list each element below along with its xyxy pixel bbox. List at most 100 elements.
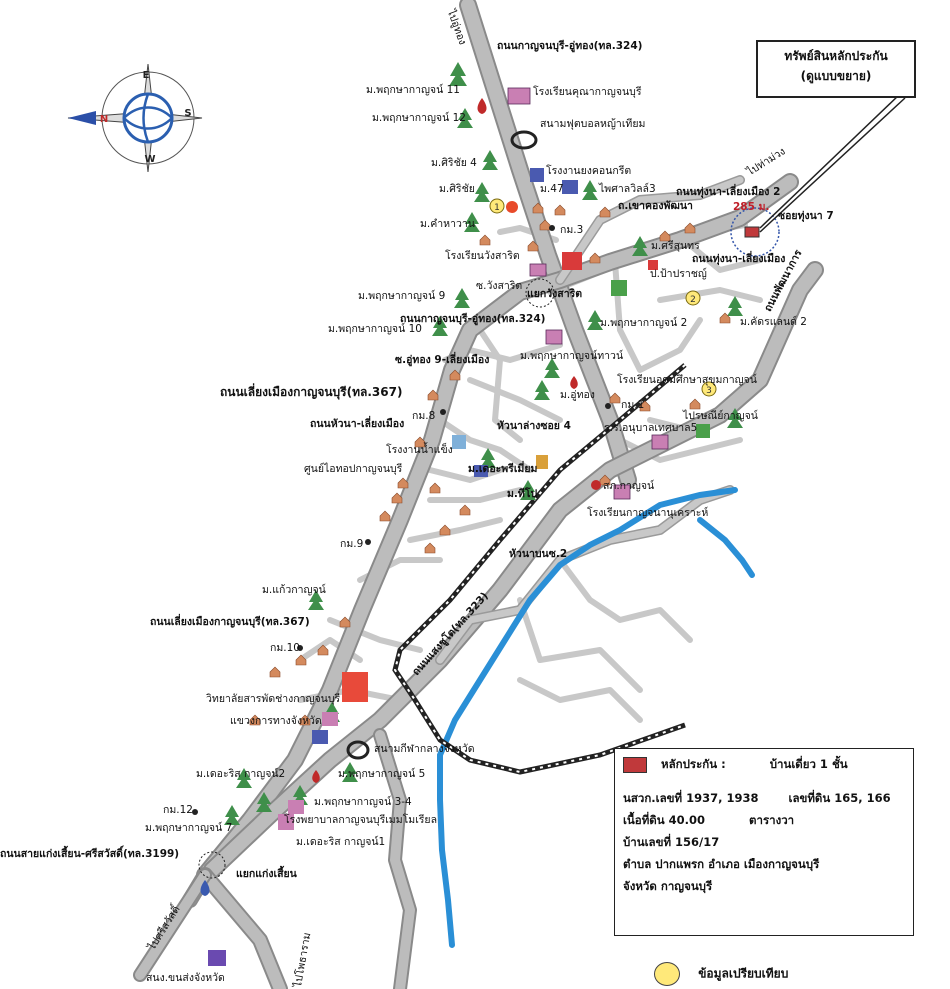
label-sirichai: ม.ศิริชัย — [439, 183, 475, 195]
house-icon — [414, 436, 426, 448]
house-icon — [317, 644, 329, 656]
tree-icon — [534, 380, 550, 400]
info-house-no: บ้านเลขที่ 156/17 — [623, 835, 720, 849]
label-kachonland2: ม.คัดรแลนด์ 2 — [740, 316, 807, 328]
label-pruksa7: ม.พฤกษากาญจน์ 7 — [145, 822, 233, 834]
km-marker — [605, 403, 611, 409]
label-hua-na-soi4: หัวนาล่างซอย 4 — [497, 420, 571, 432]
label-bypass-367: ถนนเลี่ยงเมืองกาญจนบุรี(ทล.367) — [220, 385, 403, 399]
house-icon — [269, 666, 281, 678]
legend-comparable-label: ข้อมูลเปรียบเทียบ — [698, 966, 789, 981]
subject-area-circle — [730, 207, 780, 257]
collateral-subtitle: (ดูแบบขยาย) — [800, 69, 872, 83]
tree-icon — [308, 590, 324, 610]
tree-icon — [520, 480, 536, 500]
label-pruksa2: ม.พฤกษากาญจน์ 2 — [600, 317, 688, 329]
tree-icon — [454, 288, 470, 308]
label-highways: แขวงการทางจังหวัด — [230, 715, 322, 727]
temple-icon — [506, 201, 518, 213]
compass-w: W — [144, 154, 155, 165]
label-soi-thungna7: ซอยทุ่งนา 7 — [778, 210, 834, 222]
label-school-udom: โรงเรียนอุดมศึกษาสุขุมกาญจน์ — [617, 374, 757, 386]
house-icon — [439, 524, 451, 536]
label-khunakanchana: โรงเรียนคุณากาญจนบุรี — [533, 86, 642, 98]
house-icon — [295, 654, 307, 666]
label-ice-factory: โรงงานน้ำแข็ง — [386, 444, 453, 456]
hospital-icon — [278, 814, 294, 830]
label-pruksa5: ม.พฤกษากาญจน์ 5 — [338, 768, 426, 780]
comparable-legend-icon — [654, 962, 680, 986]
label-sirichai4: ม.ศิริชัย 4 — [431, 157, 477, 169]
label-paisan3: ไพศาลวิลล์3 — [599, 183, 656, 195]
stadium-icon — [510, 130, 538, 150]
km-marker — [440, 409, 446, 415]
tree-icon — [632, 236, 648, 256]
comparable-markers: 1 2 3 — [489, 198, 717, 397]
label-sk: สภ.กาญจน์ — [603, 480, 655, 492]
info-heading: หลักประกัน : — [661, 757, 726, 771]
tree-icon — [480, 448, 496, 468]
label-ito-center: ศูนย์ไอทอปกาญจนบุรี — [304, 463, 403, 475]
label-road-324-top: ถนนกาญจนบุรี-อู่ทอง(ทล.324) — [497, 40, 643, 52]
tree-icon — [727, 296, 743, 316]
tree-icon — [449, 62, 467, 86]
house-icon — [391, 492, 403, 504]
police-icon — [591, 480, 601, 490]
house-icon — [684, 222, 696, 234]
tree-icon — [474, 182, 490, 202]
school-icon — [507, 87, 531, 105]
title-pointer-line — [759, 93, 906, 233]
label-km1: กม.1 — [621, 399, 645, 411]
compass-rose: N E S W — [67, 63, 203, 173]
info-heading-row: หลักประกัน : บ้านเดี่ยว 1 ชั้น — [623, 753, 905, 775]
tree-icon — [224, 805, 240, 825]
office-icon — [208, 950, 226, 966]
station-icon — [696, 424, 710, 438]
comparable-marker-2 — [685, 290, 701, 306]
label-pruksa34: ม.พฤกษากาญจน์ 3-4 — [314, 796, 412, 808]
label-pruksa10: ม.พฤกษากาญจน์ 10 — [328, 323, 422, 335]
house-icon — [427, 389, 439, 401]
km-marker — [549, 225, 555, 231]
label-pruksa11: ม.พฤกษากาญจน์ 11 — [366, 84, 460, 96]
km-marker — [365, 539, 371, 545]
tree-icon — [342, 762, 358, 782]
comparable-marker-1 — [489, 198, 505, 214]
house-icon — [249, 714, 261, 726]
label-thesaban5: ร.ร.อนุบาลเทศบาล5 — [604, 422, 698, 434]
stadium-icon — [346, 740, 370, 760]
info-deed: นสวก.เลขที่ 1937, 1938 — [623, 791, 759, 805]
factory-icon — [530, 168, 544, 182]
house-icon — [609, 392, 621, 404]
comparable-label-3: 3 — [706, 386, 712, 396]
label-uthong: ม.อู่ทอง — [560, 389, 595, 401]
label-baan-sunee: ม.ศรีสุนทร — [651, 240, 700, 252]
station-icon — [611, 280, 627, 296]
tree-icon — [432, 316, 448, 336]
label-kamhawan: ม.คำหาวาน — [420, 218, 475, 230]
info-province: จังหวัด กาญจนบุรี — [623, 879, 713, 893]
tree-icon — [236, 768, 252, 788]
house-icon — [299, 714, 311, 726]
label-soi-uthong9: ซ.อู่ทอง 9-เลี่ยงเมือง — [395, 354, 490, 366]
house-icon — [459, 504, 471, 516]
comparable-marker-3 — [701, 381, 717, 397]
house-icon — [339, 616, 351, 628]
label-thungna-road: ถนนทุ่งนา-เลี่ยงเมือง 2 — [676, 186, 781, 198]
school-icon — [288, 800, 304, 814]
house-icon — [599, 206, 611, 218]
school-icon — [545, 329, 563, 345]
junction-circle — [525, 278, 555, 308]
info-land-no: เลขที่ดิน 165, 166 — [788, 791, 891, 805]
tree-icon — [457, 108, 473, 128]
label-concrete: โรงงานยงคอนกรีต — [546, 165, 632, 177]
label-pruksa12: ม.พฤกษากาญจน์ 12 — [372, 112, 466, 124]
railway-ties — [393, 364, 686, 774]
fuel-icon — [570, 376, 578, 389]
compass-e: E — [143, 70, 150, 81]
house-icon — [659, 230, 671, 242]
college-icon — [342, 672, 368, 702]
fuel-icon — [200, 880, 210, 896]
label-bypass-367-b: ถนนเลี่ยงเมืองกาญจนบุรี(ทล.367) — [150, 616, 310, 628]
factory-icon — [474, 465, 488, 477]
